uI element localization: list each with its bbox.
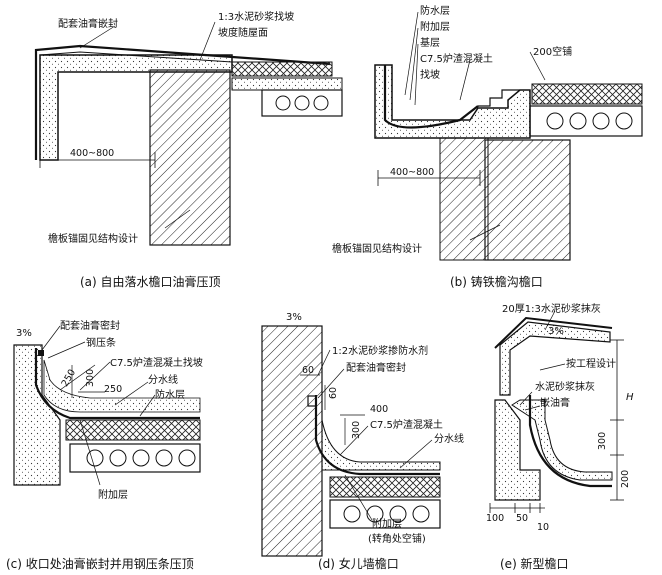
label-additional-c: 附加层 (98, 488, 128, 501)
label-watershed-c: 分水线 (148, 373, 178, 386)
caption-a: (a) 自由落水檐口油膏压顶 (80, 274, 221, 289)
label-waterproof-layer: 防水层 (420, 4, 450, 17)
panel-a: 配套油膏嵌封 1:3水泥砂浆找坡 坡度随屋面 400~800 檐板锚固见结构设计… (34, 10, 343, 289)
dim-400-800-b: 400~800 (390, 167, 434, 178)
label-sealant-d: 配套油膏密封 (346, 361, 406, 374)
label-mortar-plaster: 水泥砂浆抹灰 (535, 380, 595, 393)
label-slag-concrete: C7.5炉渣混凝土 (420, 52, 493, 65)
label-anchorage-b: 檐板锚固见结构设计 (332, 242, 422, 255)
label-sealant-c: 配套油膏密封 (60, 319, 120, 332)
dim-300-e: 300 (597, 432, 608, 450)
dim-250-vert: 250 (60, 367, 79, 388)
label-mortar-waterproof: 1:2水泥砂浆掺防水剂 (332, 344, 428, 357)
caption-b: (b) 铸铁檐沟檐口 (450, 274, 543, 289)
label-additional-d: 附加层 (372, 517, 402, 530)
label-corner-empty: (转角处空铺) (368, 532, 426, 545)
label-slope-follows-roof: 坡度随屋面 (218, 26, 268, 39)
slope-3pct-c: 3% (16, 328, 32, 339)
dim-200-e: 200 (620, 470, 631, 488)
label-additional-layer: 附加层 (420, 20, 450, 33)
dim-60-a: 60 (302, 365, 314, 376)
caption-c: (c) 收口处油膏嵌封并用钢压条压顶 (6, 556, 194, 571)
dim-400-800: 400~800 (70, 148, 114, 159)
label-200-empty: 200空铺 (533, 45, 572, 58)
dim-H: H (626, 392, 634, 403)
slope-3pct-e: 3% (548, 326, 564, 337)
label-base-layer: 基层 (420, 36, 440, 49)
label-sealant: 配套油膏嵌封 (58, 17, 118, 30)
label-per-design: 按工程设计 (566, 357, 616, 370)
dim-250-horiz: 250 (104, 384, 122, 395)
dim-60-b: 60 (328, 387, 339, 399)
label-sealant-e: 嵌油膏 (540, 396, 570, 409)
label-anchorage: 檐板锚固见结构设计 (48, 232, 138, 245)
caption-e: (e) 新型檐口 (500, 556, 569, 571)
panel-c: 3% 配套油膏密封 钢压条 C7.5炉渣混凝土找坡 250 300 250 分水… (6, 319, 203, 571)
label-slag-slope-c: C7.5炉渣混凝土找坡 (110, 356, 203, 369)
dim-50: 50 (516, 513, 528, 524)
panel-b: 防水层 附加层 基层 C7.5炉渣混凝土 找坡 200空铺 400~800 檐板… (332, 4, 643, 289)
panel-d: 3% 1:2水泥砂浆掺防水剂 60 配套油膏密封 60 400 300 C7.5… (261, 312, 464, 571)
caption-d: (d) 女儿墙檐口 (318, 556, 399, 571)
dim-100: 100 (486, 513, 504, 524)
panel-e: 20厚1:3水泥砂浆抹灰 3% 按工程设计 水泥砂浆抹灰 嵌油膏 H 300 2… (486, 302, 634, 571)
slope-3pct-d: 3% (286, 312, 302, 323)
label-mortar-slope: 1:3水泥砂浆找坡 (218, 10, 294, 23)
label-slope-fill: 找坡 (420, 68, 440, 81)
dim-10: 10 (537, 522, 549, 533)
label-steel-strip: 钢压条 (86, 336, 116, 349)
dim-300: 300 (85, 369, 96, 387)
label-slag-concrete-d: C7.5炉渣混凝土 (370, 418, 443, 431)
dim-400: 400 (370, 404, 388, 415)
label-watershed-d: 分水线 (434, 432, 464, 445)
label-waterproof-c: 防水层 (155, 388, 185, 401)
label-mortar-20: 20厚1:3水泥砂浆抹灰 (502, 302, 601, 315)
dim-300-d: 300 (351, 421, 362, 439)
